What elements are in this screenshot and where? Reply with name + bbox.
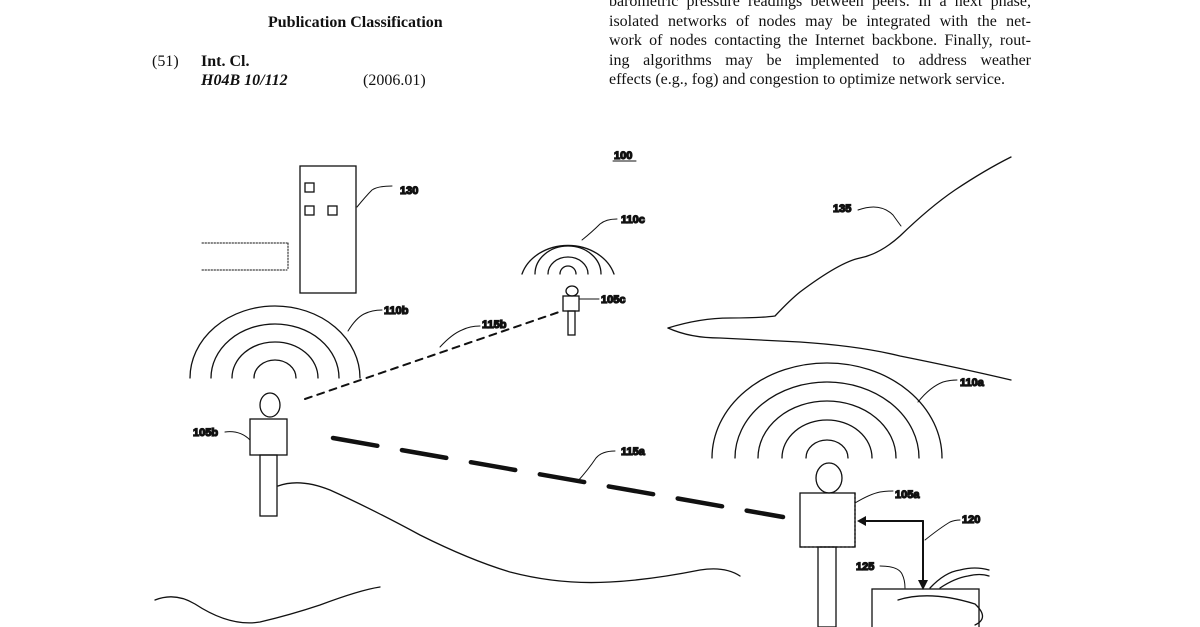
ref-label-105a: 105a bbox=[895, 489, 920, 501]
radio-waves-110a bbox=[711, 362, 943, 459]
abstract-line: barometric pressure readings between pee… bbox=[609, 0, 1031, 10]
ref-label-120: 120 bbox=[962, 514, 980, 526]
terrain-ground bbox=[277, 482, 741, 584]
node-105b bbox=[249, 392, 288, 517]
ref-label-115b: 115b bbox=[482, 319, 507, 331]
int-cl-label: Int. Cl. bbox=[201, 53, 250, 70]
ref-label-110c: 110c bbox=[621, 214, 645, 226]
building-130 bbox=[201, 165, 357, 294]
equipment-125 bbox=[871, 567, 990, 627]
link-115a bbox=[330, 435, 786, 520]
ref-label-110b: 110b bbox=[384, 305, 409, 317]
int-cl-number: (51) bbox=[152, 53, 179, 70]
int-cl-version: (2006.01) bbox=[363, 72, 426, 89]
ref-label-105b: 105b bbox=[193, 427, 218, 439]
ref-label-115a: 115a bbox=[621, 446, 646, 458]
ref-label-105c: 105c bbox=[601, 294, 625, 306]
link-115b bbox=[304, 310, 563, 400]
ref-label-125: 125 bbox=[856, 561, 874, 573]
radio-waves-110c bbox=[521, 244, 615, 275]
figure-number-label: 100 bbox=[614, 150, 632, 162]
abstract-line: effects (e.g., fog) and congestion to op… bbox=[609, 71, 1006, 89]
int-cl-code: H04B 10/112 bbox=[201, 72, 288, 89]
abstract-line: ing algorithms may be implemented to add… bbox=[609, 51, 1031, 69]
abstract-line: isolated networks of nodes may be integr… bbox=[609, 12, 1031, 30]
node-105a bbox=[799, 462, 856, 627]
abstract-line: work of nodes contacting the Internet ba… bbox=[609, 32, 1031, 50]
ref-label-130: 130 bbox=[400, 185, 418, 197]
node-105c bbox=[562, 285, 580, 336]
abstract-text: barometric pressure readings between pee… bbox=[609, 0, 1031, 90]
classification-heading: Publication Classification bbox=[268, 14, 443, 31]
radio-waves-110b bbox=[189, 305, 361, 379]
connection-120 bbox=[857, 516, 928, 590]
ref-label-110a: 110a bbox=[960, 377, 985, 389]
terrain-hill-135 bbox=[667, 156, 1012, 329]
ref-label-135: 135 bbox=[833, 203, 851, 215]
